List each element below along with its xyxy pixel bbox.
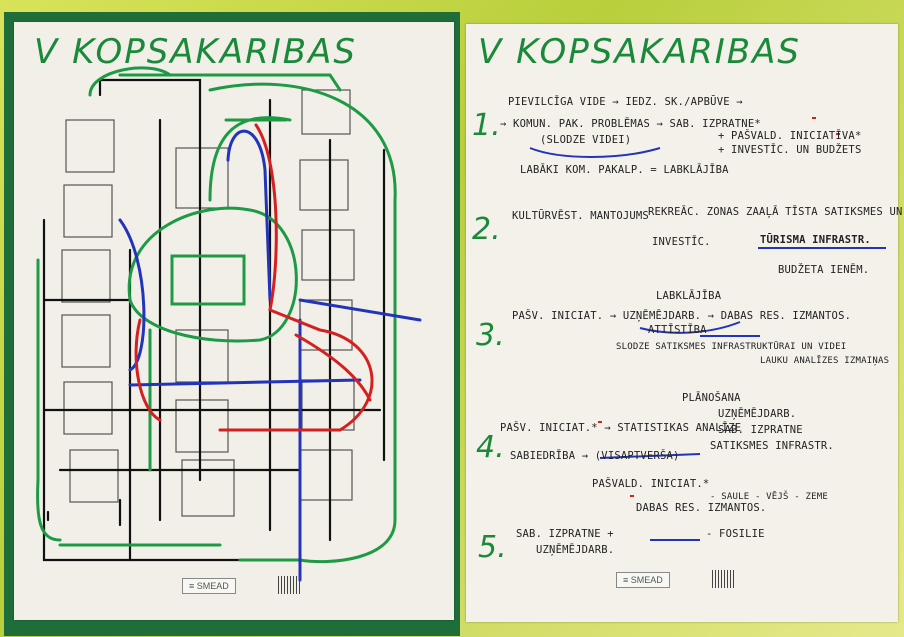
s1-line-2: → KOMUN. PAK. PROBLĒMAS → SAB. IZPRATNE* [500, 118, 761, 130]
section-number-2: 2. [472, 212, 501, 247]
s3-line-5: LAUKU ANALĪZES IZMAIŅAS [760, 356, 890, 366]
s2-line-3: ZAAĻĀ TĪSTA SATIKSMES UN [746, 206, 903, 218]
s5-line-2: DABAS RES. IZMANTOS. [636, 502, 767, 514]
s3-line-1: LABKLĀJĪBA [656, 290, 722, 302]
section-number-4: 4. [476, 430, 505, 465]
s1-line-5: + INVESTĪC. UN BUDŽETS [718, 144, 862, 156]
s3-line-3: ATTĪSTĪBA [648, 324, 707, 336]
s5-line-1: PAŠVALD. INICIAT.* [592, 478, 710, 490]
s4-line-6: SABIEDRĪBA → (VISAPTVERŠA) [510, 450, 680, 462]
section-number-3: 3. [476, 318, 505, 353]
s5-line-6: UZŅĒMĒJDARB. [536, 544, 615, 556]
s2-line-2: REKREĀC. ZONAS [648, 206, 740, 218]
s2-line-1: KULTŪRVĒST. MANTOJUMS [512, 210, 649, 222]
section-number-5: 5. [478, 530, 507, 565]
right-flipchart-sheet [466, 24, 898, 622]
s3-line-4: SLODZE SATIKSMES INFRASTRUKTŪRAI UN VIDE… [616, 342, 847, 352]
s5-line-5: SAB. IZPRATNE + [516, 528, 614, 540]
s1-line-6: LABĀKI KOM. PAKALP. = LABKLĀJĪBA [520, 164, 729, 176]
right-barcode [712, 570, 734, 588]
s2-line-5: INVESTĪC. [652, 236, 711, 248]
left-flipchart-sheet [14, 22, 454, 620]
s4-line-5: SATIKSMES INFRASTR. [710, 440, 834, 452]
s1-line-1: PIEVILCĪGA VIDE → IEDZ. SK./APBŪVE → [508, 96, 743, 108]
s4-line-3: PAŠV. INICIAT.* → STATISTIKAS ANALĪZE [500, 422, 742, 434]
right-smead-logo: ≡ SMEAD [616, 572, 670, 588]
section-number-1: 1. [472, 108, 501, 143]
s5-line-4: - FOSILIE [706, 528, 765, 540]
s1-line-3: (SLODZE VIDEI) [540, 134, 632, 146]
s2-line-4: TŪRISMA INFRASTR. [760, 234, 871, 246]
s4-line-1: PLĀNOŠANA [682, 392, 741, 404]
left-barcode [278, 576, 300, 594]
s3-line-2: PAŠV. INICIAT. → UZŅĒMĒJDARB. → DABAS RE… [512, 310, 852, 322]
s4-line-2: UZŅĒMĒJDARB. [718, 408, 797, 420]
right-sheet-title: V KOPSAKARIBAS [478, 32, 801, 72]
left-sheet-title: V KOPSAKARIBAS [34, 32, 357, 72]
s1-line-4: + PAŠVALD. INICIATĪVA* [718, 130, 862, 142]
s4-line-4: SAB. IZPRATNE [718, 424, 803, 436]
s2-line-6: BUDŽETA IENĒM. [778, 264, 870, 276]
s5-line-3: - SAULE - VĒJŠ - ZEME [710, 492, 828, 502]
left-smead-logo: ≡ SMEAD [182, 578, 236, 594]
